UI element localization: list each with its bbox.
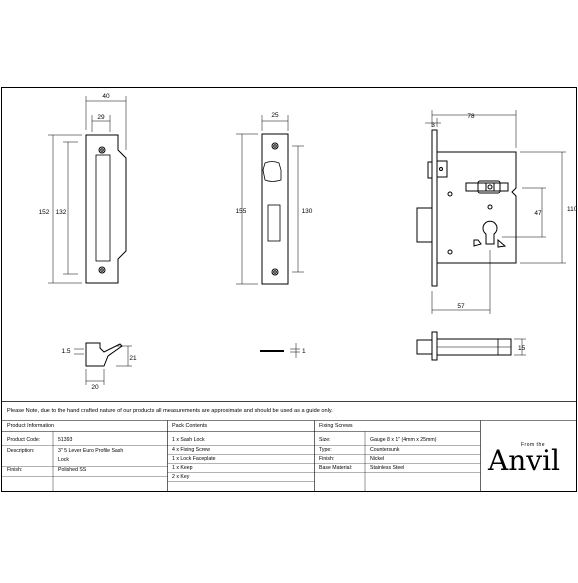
dim-backset: 57	[457, 303, 465, 310]
bolt-dimension-lines	[514, 338, 526, 356]
pack-item: 1 x Keep	[172, 465, 193, 471]
pack-contents-header: Pack Contents	[172, 423, 208, 429]
faceplate-drawing	[85, 134, 127, 284]
dim-lip-width: 20	[91, 384, 99, 391]
dim-faceplate-height-inner: 132	[56, 209, 67, 216]
keep-edge-drawing	[260, 350, 284, 352]
dim-lip-thickness: 1.5	[61, 348, 70, 355]
lock-bottom-view-drawing	[416, 331, 512, 361]
keep-dimension-lines	[236, 115, 304, 285]
finish-label: Finish:	[7, 467, 23, 473]
dim-lip-height: 21	[129, 355, 137, 362]
profile-dimension-lines	[74, 345, 132, 385]
fixing-screws-header: Fixing Screws	[319, 423, 353, 429]
dim-keep-thickness: 1	[302, 348, 306, 355]
dim-case-height: 110	[567, 206, 578, 213]
faceplate-dimension-lines	[48, 96, 127, 284]
screw-size-label: Size:	[319, 437, 331, 443]
dim-case-offset: 3	[431, 122, 435, 129]
screw-finish-label: Finish:	[319, 456, 335, 462]
description-value-line2: Lock	[58, 457, 69, 463]
dim-bolt-depth: 15	[518, 345, 526, 352]
product-code-label: Product Code:	[7, 437, 41, 443]
pack-item: 4 x Fixing Screw	[172, 447, 211, 453]
faceplate-profile-drawing	[85, 342, 123, 367]
screw-type-value: Countersunk	[370, 447, 400, 453]
anvil-logo: Anvil	[488, 444, 560, 477]
measurement-note: Please Note, due to the hand crafted nat…	[7, 408, 333, 414]
base-material-value: Stainless Steel	[370, 465, 405, 471]
keep-thickness-lines	[290, 343, 300, 358]
dim-faceplate-height-total: 152	[39, 209, 50, 216]
pack-item: 1 x Lock Faceplate	[172, 456, 216, 462]
pack-item: 1 x Sash Lock	[172, 437, 205, 443]
screw-finish-value: Nickel	[370, 456, 385, 462]
dim-faceplate-width-total: 40	[102, 93, 110, 100]
dim-cylinder-centre: 47	[534, 210, 542, 217]
screw-type-label: Type:	[319, 447, 332, 453]
dim-keep-width: 25	[271, 112, 279, 119]
base-material-label: Base Material:	[319, 465, 353, 471]
keep-drawing	[261, 133, 289, 285]
screw-size-value: Gauge 8 x 1" (4mm x 25mm)	[370, 437, 437, 443]
product-info-header: Product Information	[7, 423, 55, 429]
outer-frame	[1, 87, 577, 492]
lock-case-drawing	[416, 129, 517, 287]
logo-tagline: From the	[521, 442, 546, 448]
pack-item: 2 x Key	[172, 474, 190, 480]
lock-case-dimension-lines	[425, 110, 566, 314]
product-code-value: 51393	[58, 437, 73, 443]
table-row-lines	[1, 445, 481, 482]
dim-case-width: 78	[467, 113, 475, 120]
dim-faceplate-width-inner: 29	[97, 114, 105, 121]
description-label: Description:	[7, 448, 35, 454]
finish-value: Polished SS	[58, 467, 87, 473]
dim-keep-height-total: 155	[236, 208, 247, 215]
dim-keep-height-inner: 130	[302, 208, 313, 215]
description-value: 3" 5 Lever Euro Profile Sash	[58, 448, 124, 454]
